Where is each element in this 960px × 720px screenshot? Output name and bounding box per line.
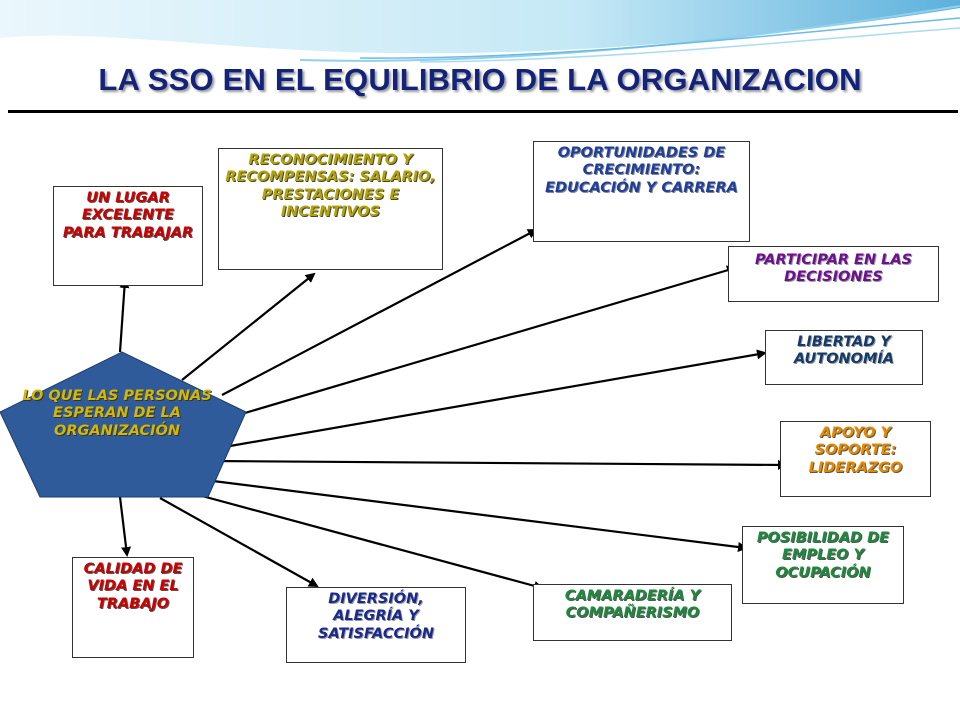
title-divider <box>8 110 958 113</box>
arrow-to-diversion <box>159 497 319 587</box>
arrow-to-lugar <box>118 278 130 353</box>
node-calidad: CALIDAD DE VIDA EN EL TRABAJO <box>72 557 194 658</box>
node-apoyo: APOYO Y SOPORTE: LIDERAZGO <box>780 421 931 497</box>
connector-arrows <box>118 229 788 591</box>
node-camaraderia: CAMARADERÍA Y COMPAÑERISMO <box>533 584 732 641</box>
node-empleo-label: POSIBILIDAD DE EMPLEO Y OCUPACIÓN <box>756 530 890 581</box>
node-diversion-label: DIVERSIÓN, ALEGRÍA Y SATISFACCIÓN <box>318 591 434 642</box>
arrow-to-calidad <box>118 496 132 557</box>
node-reconocimiento: RECONOCIMIENTO Y RECOMPENSAS: SALARIO, P… <box>218 148 443 270</box>
node-calidad-label: CALIDAD DE VIDA EN EL TRABAJO <box>83 561 183 612</box>
arrow-to-camaraderia <box>179 488 544 591</box>
arrow-to-reconocimiento <box>181 272 316 381</box>
node-lugar-excelente: UN LUGAR EXCELENTE PARA TRABAJAR <box>53 186 203 286</box>
node-lugar-excelente-label: UN LUGAR EXCELENTE PARA TRABAJAR <box>62 190 194 241</box>
arrow-to-libertad <box>229 349 767 448</box>
node-reconocimiento-label: RECONOCIMIENTO Y RECOMPENSAS: SALARIO, P… <box>225 152 436 221</box>
center-pentagon-label: LO QUE LAS PERSONAS ESPERAN DE LA ORGANI… <box>22 388 212 439</box>
node-empleo: POSIBILIDAD DE EMPLEO Y OCUPACIÓN <box>742 526 904 604</box>
arrow-to-oportunidades <box>221 229 538 396</box>
arrow-to-empleo <box>204 478 748 552</box>
arrow-to-participar <box>227 265 737 420</box>
node-oportunidades-label: OPORTUNIDADES DE CRECIMIENTO: EDUCACIÓN … <box>545 145 738 196</box>
node-diversion: DIVERSIÓN, ALEGRÍA Y SATISFACCIÓN <box>286 587 466 663</box>
center-pentagon <box>0 351 247 498</box>
node-apoyo-label: APOYO Y SOPORTE: LIDERAZGO <box>808 425 903 476</box>
node-participar: PARTICIPAR EN LAS DECISIONES <box>728 246 939 302</box>
page-title: LA SSO EN EL EQUILIBRIO DE LA ORGANIZACI… <box>98 62 862 97</box>
node-oportunidades: OPORTUNIDADES DE CRECIMIENTO: EDUCACIÓN … <box>533 141 750 242</box>
node-participar-label: PARTICIPAR EN LAS DECISIONES <box>754 252 913 286</box>
node-libertad: LIBERTAD Y AUTONOMÍA <box>765 330 923 385</box>
node-libertad-label: LIBERTAD Y AUTONOMÍA <box>793 334 895 368</box>
arrow-to-apoyo <box>211 459 788 470</box>
node-camaraderia-label: CAMARADERÍA Y COMPAÑERISMO <box>564 588 701 622</box>
header-wave-decoration <box>0 0 960 63</box>
